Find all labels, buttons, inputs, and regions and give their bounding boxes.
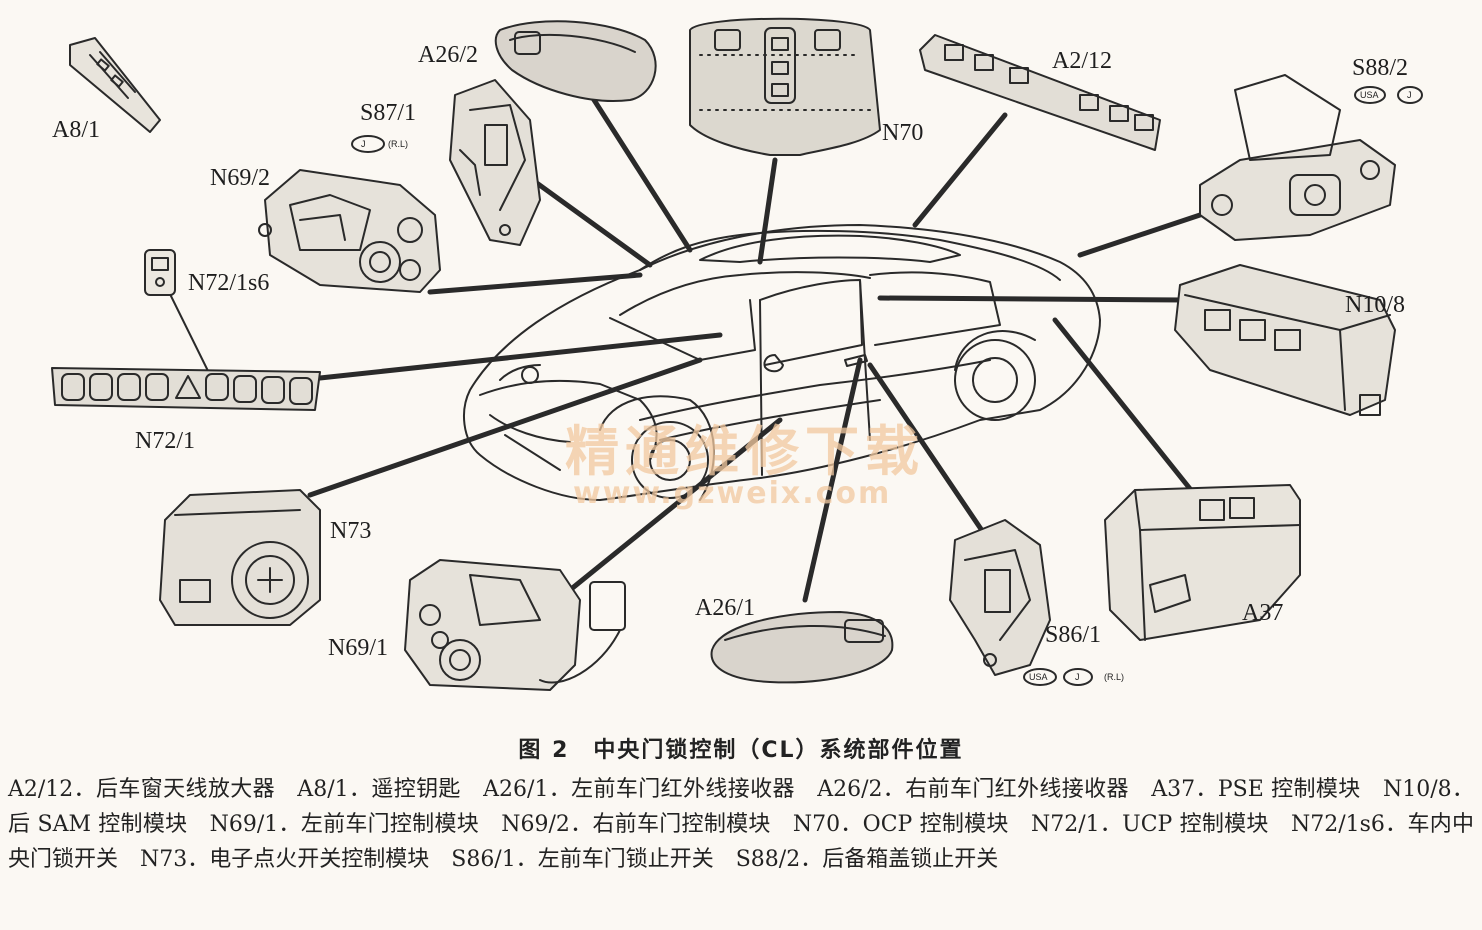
label-n70: N70 <box>882 120 923 146</box>
trunk-lock-switch-icon: USA J <box>1199 74 1423 241</box>
ucp-switch-bar-icon <box>51 367 321 411</box>
door-control-module-left-icon <box>404 559 626 691</box>
label-a8-1: A8/1 <box>52 117 100 143</box>
label-n10-8: N10/8 <box>1345 292 1405 318</box>
ir-receiver-right-icon <box>494 20 657 102</box>
door-lock-switch-left-icon: USA J (R.L) <box>949 519 1124 686</box>
remote-key-icon <box>69 37 161 133</box>
label-a2-12: A2/12 <box>1052 48 1112 74</box>
ir-receiver-left-icon <box>710 611 894 684</box>
ocp-overhead-module-icon <box>689 17 881 156</box>
rl-badge: (R.L) <box>388 139 408 149</box>
ignition-switch-module-icon <box>159 489 321 626</box>
central-lock-switch-icon <box>144 249 176 296</box>
label-a37: A37 <box>1242 600 1283 626</box>
antenna-amplifier-icon <box>919 34 1161 151</box>
j-badge: J <box>1407 90 1412 100</box>
pse-control-module-icon <box>1104 484 1301 641</box>
label-a26-1: A26/1 <box>695 595 755 621</box>
figure-caption: 图 2 中央门锁控制（CL）系统部件位置 <box>518 738 964 763</box>
label-s87-1: S87/1 <box>360 100 416 126</box>
door-lock-switch-right-icon: J (R.L) <box>351 79 541 246</box>
svg-text:J: J <box>361 139 366 149</box>
label-n72-1s6: N72/1s6 <box>188 270 269 296</box>
label-n69-2: N69/2 <box>210 165 270 191</box>
label-a26-2: A26/2 <box>418 42 478 68</box>
label-s88-2: S88/2 <box>1352 55 1408 81</box>
svg-text:J: J <box>1075 672 1080 682</box>
leader-lines <box>307 75 1203 603</box>
label-n73: N73 <box>330 518 371 544</box>
label-n72-1: N72/1 <box>135 428 195 454</box>
watermark-cn: 精通维修下载 <box>565 420 925 483</box>
usa-badge: USA <box>1360 90 1379 100</box>
figure-legend: A2/12．后车窗天线放大器 A8/1．遥控钥匙 A26/1．左前车门红外线接收… <box>8 777 1474 872</box>
door-control-module-right-icon <box>258 169 441 293</box>
rear-sam-module-icon <box>1174 264 1396 416</box>
svg-text:(R.L): (R.L) <box>1104 672 1124 682</box>
watermark-url: www.gzweix.com <box>573 476 891 511</box>
component-location-diagram: J (R.L) <box>51 17 1423 691</box>
svg-text:USA: USA <box>1029 672 1048 682</box>
car-illustration <box>463 224 1101 501</box>
label-n69-1: N69/1 <box>328 635 388 661</box>
label-s86-1: S86/1 <box>1045 622 1101 648</box>
